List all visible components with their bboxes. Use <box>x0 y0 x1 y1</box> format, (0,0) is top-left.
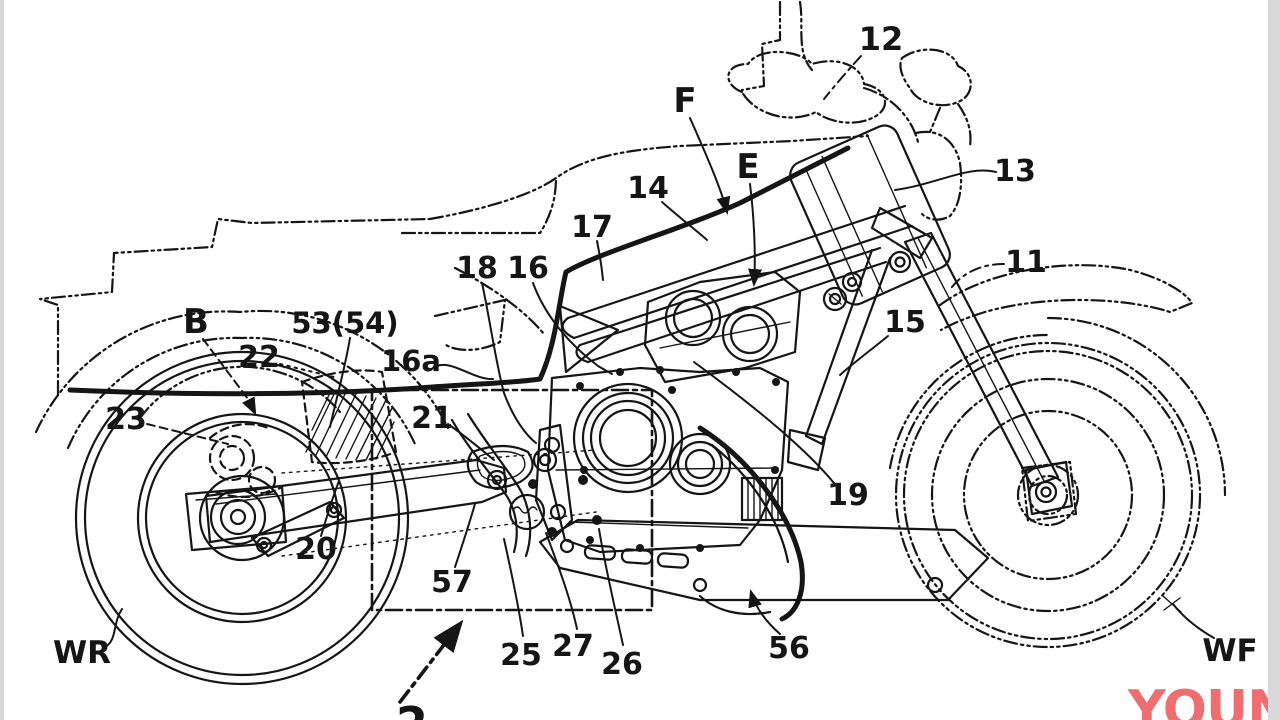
ref-label-2: 2 <box>396 697 428 720</box>
ref-label-20: 20 <box>295 532 337 567</box>
ref-label-11: 11 <box>1005 245 1047 280</box>
ref-label-21: 21 <box>411 401 453 436</box>
left-edge-strip <box>0 0 4 720</box>
leader-25 <box>504 539 523 636</box>
leader-2 <box>400 624 460 702</box>
ref-label-18: 18 <box>456 251 498 286</box>
ref-label-17: 17 <box>571 210 613 245</box>
watermark-young: YOUNG <box>1128 684 1280 720</box>
front-fork <box>905 233 1072 514</box>
right-edge-strip <box>1268 0 1280 720</box>
ref-label-E: E <box>736 147 759 187</box>
leader-18 <box>482 283 536 443</box>
frame <box>70 121 954 470</box>
leader-E <box>750 184 755 284</box>
leader-16a <box>437 365 493 379</box>
leader-F <box>690 118 727 212</box>
ref-label-13: 13 <box>994 154 1036 189</box>
engine <box>548 272 800 552</box>
ref-label-B: B <box>183 302 209 342</box>
ref-label-25: 25 <box>500 638 542 673</box>
ref-label-56: 56 <box>768 631 810 666</box>
leader-15 <box>840 336 888 375</box>
ref-label-16: 16 <box>507 251 549 286</box>
leader-17 <box>597 241 603 280</box>
ref-label-27: 27 <box>552 629 594 664</box>
front-axle <box>1036 482 1181 612</box>
ref-label-15: 15 <box>884 305 926 340</box>
leader-B-2 <box>249 401 255 413</box>
ref-label-12: 12 <box>859 20 904 58</box>
ref-label-23: 23 <box>105 402 147 437</box>
ref-label-WR: WR <box>53 635 111 671</box>
leader-57 <box>455 504 475 567</box>
ref-label-16a: 16a <box>381 344 441 378</box>
ref-label-F: F <box>673 81 696 121</box>
ref-label-22: 22 <box>238 340 280 375</box>
leader-13 <box>895 170 996 190</box>
ref-label-WF: WF <box>1202 633 1257 669</box>
ref-label-53_54: 53(54) <box>291 306 398 340</box>
ref-label-14: 14 <box>627 171 669 206</box>
ref-label-26: 26 <box>601 647 643 682</box>
ref-label-19: 19 <box>827 478 869 513</box>
ref-label-57: 57 <box>431 565 473 600</box>
leader-12 <box>824 56 861 99</box>
